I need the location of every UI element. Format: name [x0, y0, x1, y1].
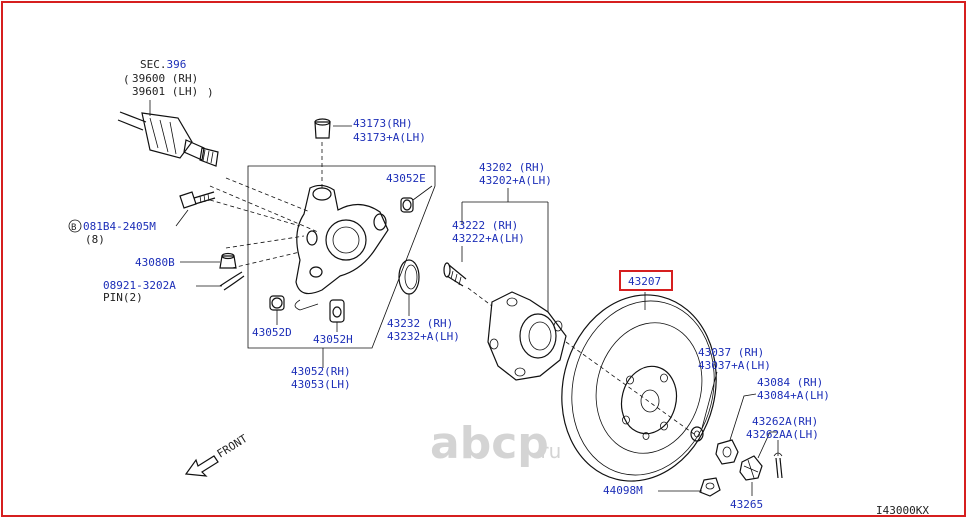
label-bolt-081b4: B 081B4-2405M (8): [68, 219, 156, 246]
label-43207: 43207: [628, 275, 661, 288]
label-sec-396: SEC.396 ( 39600 (RH) 39601 (LH) ): [123, 58, 214, 116]
front-label: FRONT: [215, 432, 250, 461]
bolt-circle-letter: B: [71, 223, 76, 233]
label-43262a: 43262A(RH): [752, 415, 818, 428]
svg-text:081B4-2405M: 081B4-2405M: [83, 220, 156, 233]
bushing-43052e-part: [400, 197, 414, 213]
label-43080b: 43080B: [135, 256, 175, 269]
label-43222a: 43222+A(LH): [452, 232, 525, 245]
bushing-43052h-part: [329, 299, 345, 323]
label-43173: 43173(RH): [353, 117, 413, 130]
cap-43262a-part: [739, 455, 763, 481]
seal-43232-part: [398, 259, 420, 295]
label-pin: PIN(2): [103, 291, 143, 304]
label-43052d: 43052D: [252, 326, 292, 339]
label-43052: 43052(RH): [291, 365, 351, 378]
svg-text:39601 (LH): 39601 (LH): [132, 85, 198, 98]
label-43232a: 43232+A(LH): [387, 330, 460, 343]
label-43202: 43202 (RH): [479, 161, 545, 174]
watermark-tld: .ru: [534, 439, 561, 463]
label-43037: 43037 (RH): [698, 346, 764, 359]
label-43222: 43222 (RH): [452, 219, 518, 232]
front-arrow: FRONT: [184, 432, 250, 477]
svg-text:SEC.396: SEC.396: [140, 58, 186, 71]
label-43232: 43232 (RH): [387, 317, 453, 330]
plug-44098m-part: [699, 477, 721, 497]
svg-text:(: (: [123, 73, 130, 86]
label-43052h: 43052H: [313, 333, 353, 346]
pin-08921-part: [219, 271, 245, 291]
label-43084a: 43084+A(LH): [757, 389, 830, 402]
cotter-pin-part: [773, 452, 783, 479]
watermark-logo: abcp: [430, 418, 549, 469]
watermark: abcp .ru: [430, 418, 561, 469]
label-44098m: 44098M: [603, 484, 643, 497]
label-43202a: 43202+A(LH): [479, 174, 552, 187]
bushing-43173-part: [314, 118, 331, 139]
bushing-43052d-part: [269, 295, 285, 311]
drive-shaft-part: [117, 111, 219, 167]
nut-43080b-part: [219, 252, 237, 269]
washer-43037-part: [690, 426, 704, 442]
nut-43084-part: [715, 439, 739, 465]
svg-text:(8): (8): [85, 233, 105, 246]
label-43265: 43265: [730, 498, 763, 511]
svg-text:): ): [207, 86, 214, 99]
knuckle-part: [294, 184, 389, 311]
label-08921: 08921-3202A: [103, 279, 176, 292]
label-43173a: 43173+A(LH): [353, 131, 426, 144]
label-43037a: 43037+A(LH): [698, 359, 771, 372]
highlight-43207: [619, 270, 673, 291]
knuckle-group-outline: [247, 165, 436, 349]
hub-43202-part: [487, 291, 567, 381]
rotor-43207-part: [561, 294, 717, 482]
diagram-code: I43000KX: [876, 504, 929, 517]
label-43084: 43084 (RH): [757, 376, 823, 389]
label-43262aa: 43262AA(LH): [746, 428, 819, 441]
label-43053: 43053(LH): [291, 378, 351, 391]
hub-bolt-43222-part: [443, 262, 467, 287]
label-43052e: 43052E: [386, 172, 426, 185]
svg-text:39600 (RH): 39600 (RH): [132, 72, 198, 85]
bolt-081b4-part: [179, 191, 216, 209]
